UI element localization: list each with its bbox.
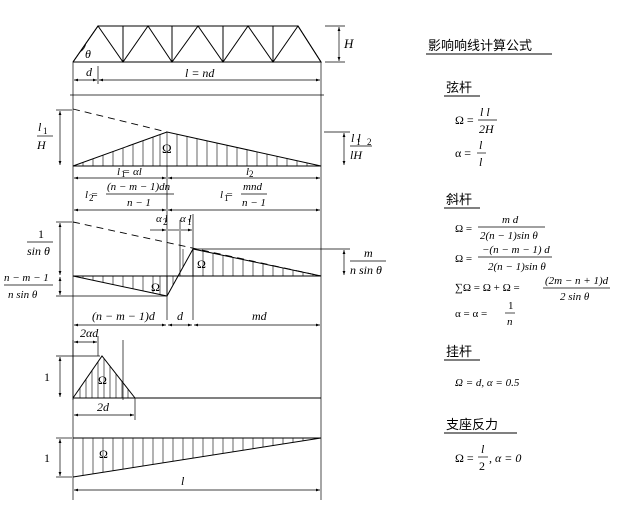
chord-area-omega: Ω: [162, 141, 172, 156]
diag-sum-num: (2m − n + 1)d: [545, 275, 609, 287]
diag-o2-num: −(n − m − 1) d: [482, 244, 550, 256]
diagonal-seg-right: md: [252, 309, 268, 323]
hanger-hatching: [79, 359, 129, 398]
chord-alpha-num: l: [479, 138, 483, 152]
chord-omega-num: l l: [480, 105, 490, 119]
hanger-area-omega: Ω: [98, 373, 107, 387]
diag-o2-lhs: Ω =: [455, 253, 472, 265]
chord-influence-line: Ω l 1 H l l 1 2 lH l = αl 1 l 2 l = 2 (n…: [36, 108, 372, 214]
support-influence-line: Ω 1 l: [44, 437, 322, 492]
chord-left-ordinate-num: l: [38, 120, 42, 134]
truss-height-label: H: [343, 36, 354, 51]
chord-heading: 弦杆: [446, 80, 472, 96]
chord-alpha-den: l: [479, 155, 483, 169]
hanger-base-dim: 2d: [97, 400, 110, 414]
chord-l2-label: l: [246, 166, 249, 178]
hanger-ordinate: 1: [44, 370, 50, 384]
diag-alpha-den: n: [507, 316, 513, 328]
support-ordinate: 1: [44, 451, 50, 465]
hanger-heading: 挂杆: [446, 345, 472, 360]
support-omega-lhs: Ω =: [455, 451, 474, 465]
chord-l1-eq-right: l =: [220, 189, 233, 201]
diagonal-upper-left-den: sin θ: [27, 244, 50, 258]
chord-l2-eq-left: l =: [85, 189, 98, 201]
hanger-formula: Ω = d, α = 0.5: [455, 377, 520, 389]
diag-o1-den: 2(n − 1)sin θ: [480, 230, 538, 242]
diagonal-alpha1-sub: 1: [187, 217, 192, 227]
support-area-omega: Ω: [99, 447, 108, 461]
diag-o1-num: m d: [502, 214, 519, 226]
diagonal-influence-line: α l 2 α l 1 Ω Ω 1 sin θ n − m − 1 n sin …: [4, 213, 386, 327]
diagonal-alpha2-sub: 2: [163, 217, 168, 227]
diagonal-area1-omega: Ω: [151, 280, 160, 294]
chord-omega-lhs: Ω =: [455, 113, 474, 127]
chord-omega-den: 2H: [479, 122, 495, 136]
chord-right-ordinate-num: l l: [351, 131, 361, 145]
truss: θ H d l = nd: [70, 25, 354, 500]
support-omega-num: l: [481, 442, 485, 456]
diagonal-lower-left-num: n − m − 1: [4, 272, 49, 284]
diagonal-alpha2-label: α l: [156, 213, 168, 225]
chord-alpha-lhs: α =: [455, 146, 471, 160]
chord-right-ordinate-sub2: 2: [367, 137, 372, 147]
hanger-influence-line: 2αd Ω 1 2d: [44, 326, 321, 420]
chord-l1-label: l = αl: [117, 166, 142, 178]
chord-hatching: [82, 132, 308, 166]
chord-right-ordinate-den: lH: [350, 148, 363, 162]
chord-l1-frac-den: n − 1: [242, 197, 266, 209]
support-span-label: l: [181, 474, 185, 488]
diag-o1-lhs: Ω =: [455, 223, 472, 235]
chord-left-ordinate-sub: 1: [43, 126, 48, 136]
support-alpha: , α = 0: [489, 451, 521, 465]
panel-length-label: d: [86, 65, 93, 79]
chord-l1-frac-num: mnd: [243, 181, 262, 193]
hanger-top-dim: 2αd: [80, 326, 99, 340]
diag-sum-den: 2 sin θ: [560, 291, 590, 303]
chord-left-ordinate-den: H: [36, 138, 47, 152]
span-length-label: l = nd: [185, 66, 215, 80]
diagonal-upper-left-num: 1: [38, 227, 44, 241]
diag-o2-den: 2(n − 1)sin θ: [488, 261, 546, 273]
truss-angle-label: θ: [85, 47, 91, 61]
diagonal-right-den: n sin θ: [350, 263, 382, 277]
chord-l2-eq-left-sub: 2: [89, 193, 94, 203]
chord-l2-frac-den: n − 1: [127, 197, 151, 209]
diagonal-heading: 斜杆: [446, 193, 472, 208]
chord-l2-frac-num: (n − m − 1)dn: [107, 181, 171, 193]
chord-right-ordinate-sub1: 1: [356, 137, 361, 147]
diag-alpha-num: 1: [508, 300, 514, 312]
formula-title: 影响响线计算公式: [428, 38, 532, 54]
diag-alpha-lhs: α = α =: [455, 308, 487, 320]
support-heading: 支座反力: [446, 418, 498, 433]
chord-l2-sub: 2: [249, 169, 254, 179]
diagonal-right-num: m: [364, 246, 373, 260]
diagonal-seg-left: (n − m − 1)d: [92, 309, 156, 323]
diagonal-alpha1-label: α l: [180, 213, 192, 225]
diagonal-area2-omega: Ω: [197, 257, 206, 271]
chord-l1-eq-right-sub: 1: [224, 193, 229, 203]
support-omega-den: 2: [479, 459, 485, 473]
diagonal-seg-mid: d: [177, 309, 184, 323]
diagonal-lower-left-den: n sin θ: [8, 289, 38, 301]
formula-panel: 影响响线计算公式 弦杆 Ω = l l 2H α = l l 斜杆 Ω = m …: [426, 38, 610, 473]
support-hatching: [82, 438, 304, 475]
chord-l1-sub: 1: [121, 169, 126, 179]
diag-sum-lhs: ∑Ω = Ω + Ω =: [455, 282, 520, 294]
